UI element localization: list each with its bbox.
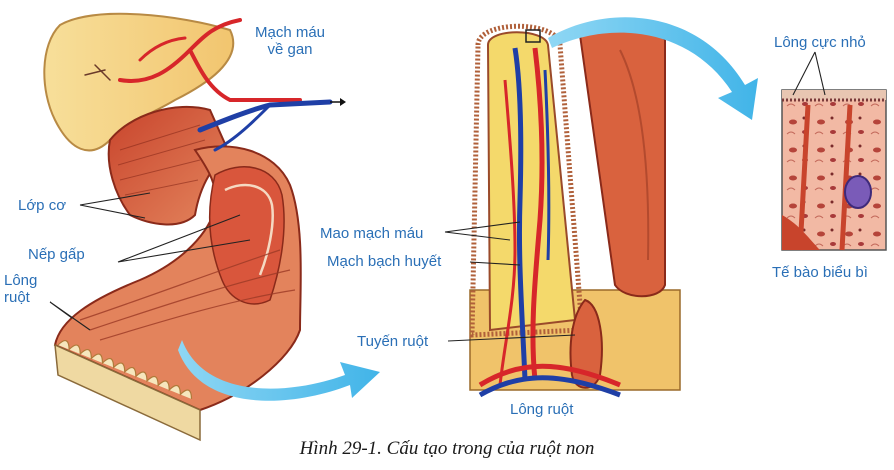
arrow-to-villus	[178, 340, 380, 401]
label-capillaries: Mao mạch máu	[320, 225, 424, 242]
label-villus-bottom: Lông ruột	[510, 401, 574, 418]
liver-blood-vessels	[84, 18, 333, 152]
neighbor-villus	[578, 23, 666, 298]
villi-cut-edge	[54, 343, 201, 442]
label-epithelial-cell: Tế bào biểu bì	[772, 264, 868, 281]
zoom-arrows	[178, 17, 758, 401]
label-line: Lông	[4, 272, 38, 289]
label-folds: Nếp gấp	[28, 246, 85, 263]
label-blood-vessel-to-liver: Mạch máu về gan	[255, 24, 325, 58]
intestine-cutaway	[43, 12, 346, 442]
label-villi-left: Lông ruột	[4, 272, 37, 306]
label-microvilli: Lông cực nhỏ	[774, 34, 866, 51]
label-line: Mạch máu	[255, 24, 326, 41]
label-muscle-layer: Lớp cơ	[18, 197, 67, 214]
intestinal-gland-crypt	[569, 298, 603, 389]
cell-nucleus	[844, 175, 872, 209]
label-line: ruột	[4, 289, 30, 306]
arrow-to-cell	[548, 17, 758, 121]
villus-body	[486, 31, 577, 332]
epithelial-inset	[781, 89, 887, 251]
figure-caption: Hình 29-1. Cấu tạo trong của ruột non	[299, 438, 595, 459]
leader-lines	[49, 51, 826, 342]
villus-section	[469, 23, 681, 398]
label-intestinal-gland: Tuyến ruột	[357, 333, 429, 350]
label-line: về gan	[267, 41, 313, 58]
label-lymph-vessel: Mạch bạch huyết	[327, 253, 442, 270]
